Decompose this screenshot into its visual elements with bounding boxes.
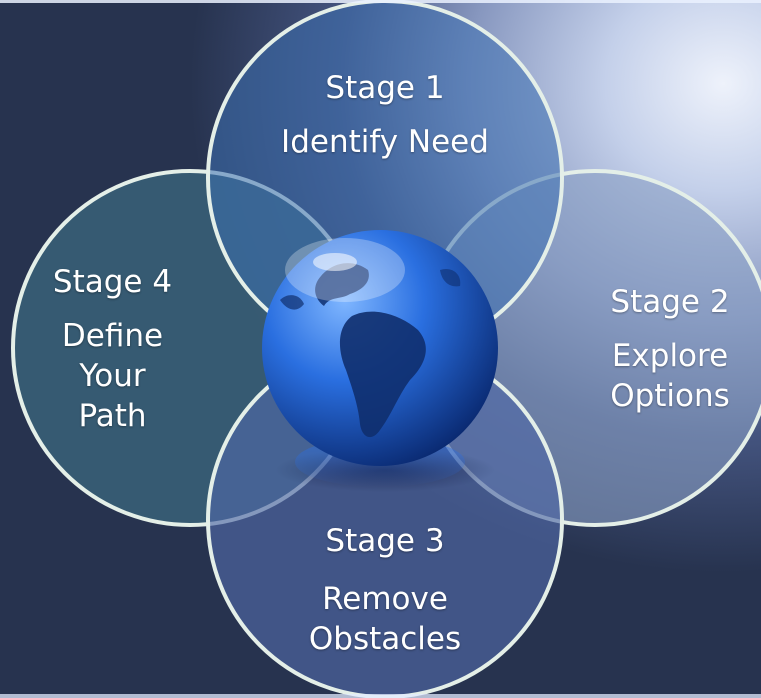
stage1-title: Stage 1 xyxy=(325,70,445,106)
globe-icon xyxy=(262,230,498,492)
stage1-label: Stage 1 Identify Need xyxy=(235,68,535,162)
stage3-title: Stage 3 xyxy=(325,523,445,559)
stage4-title: Stage 4 xyxy=(52,264,173,300)
stage1-subtitle: Identify Need xyxy=(281,124,489,160)
stage2-title: Stage 2 xyxy=(610,284,730,320)
